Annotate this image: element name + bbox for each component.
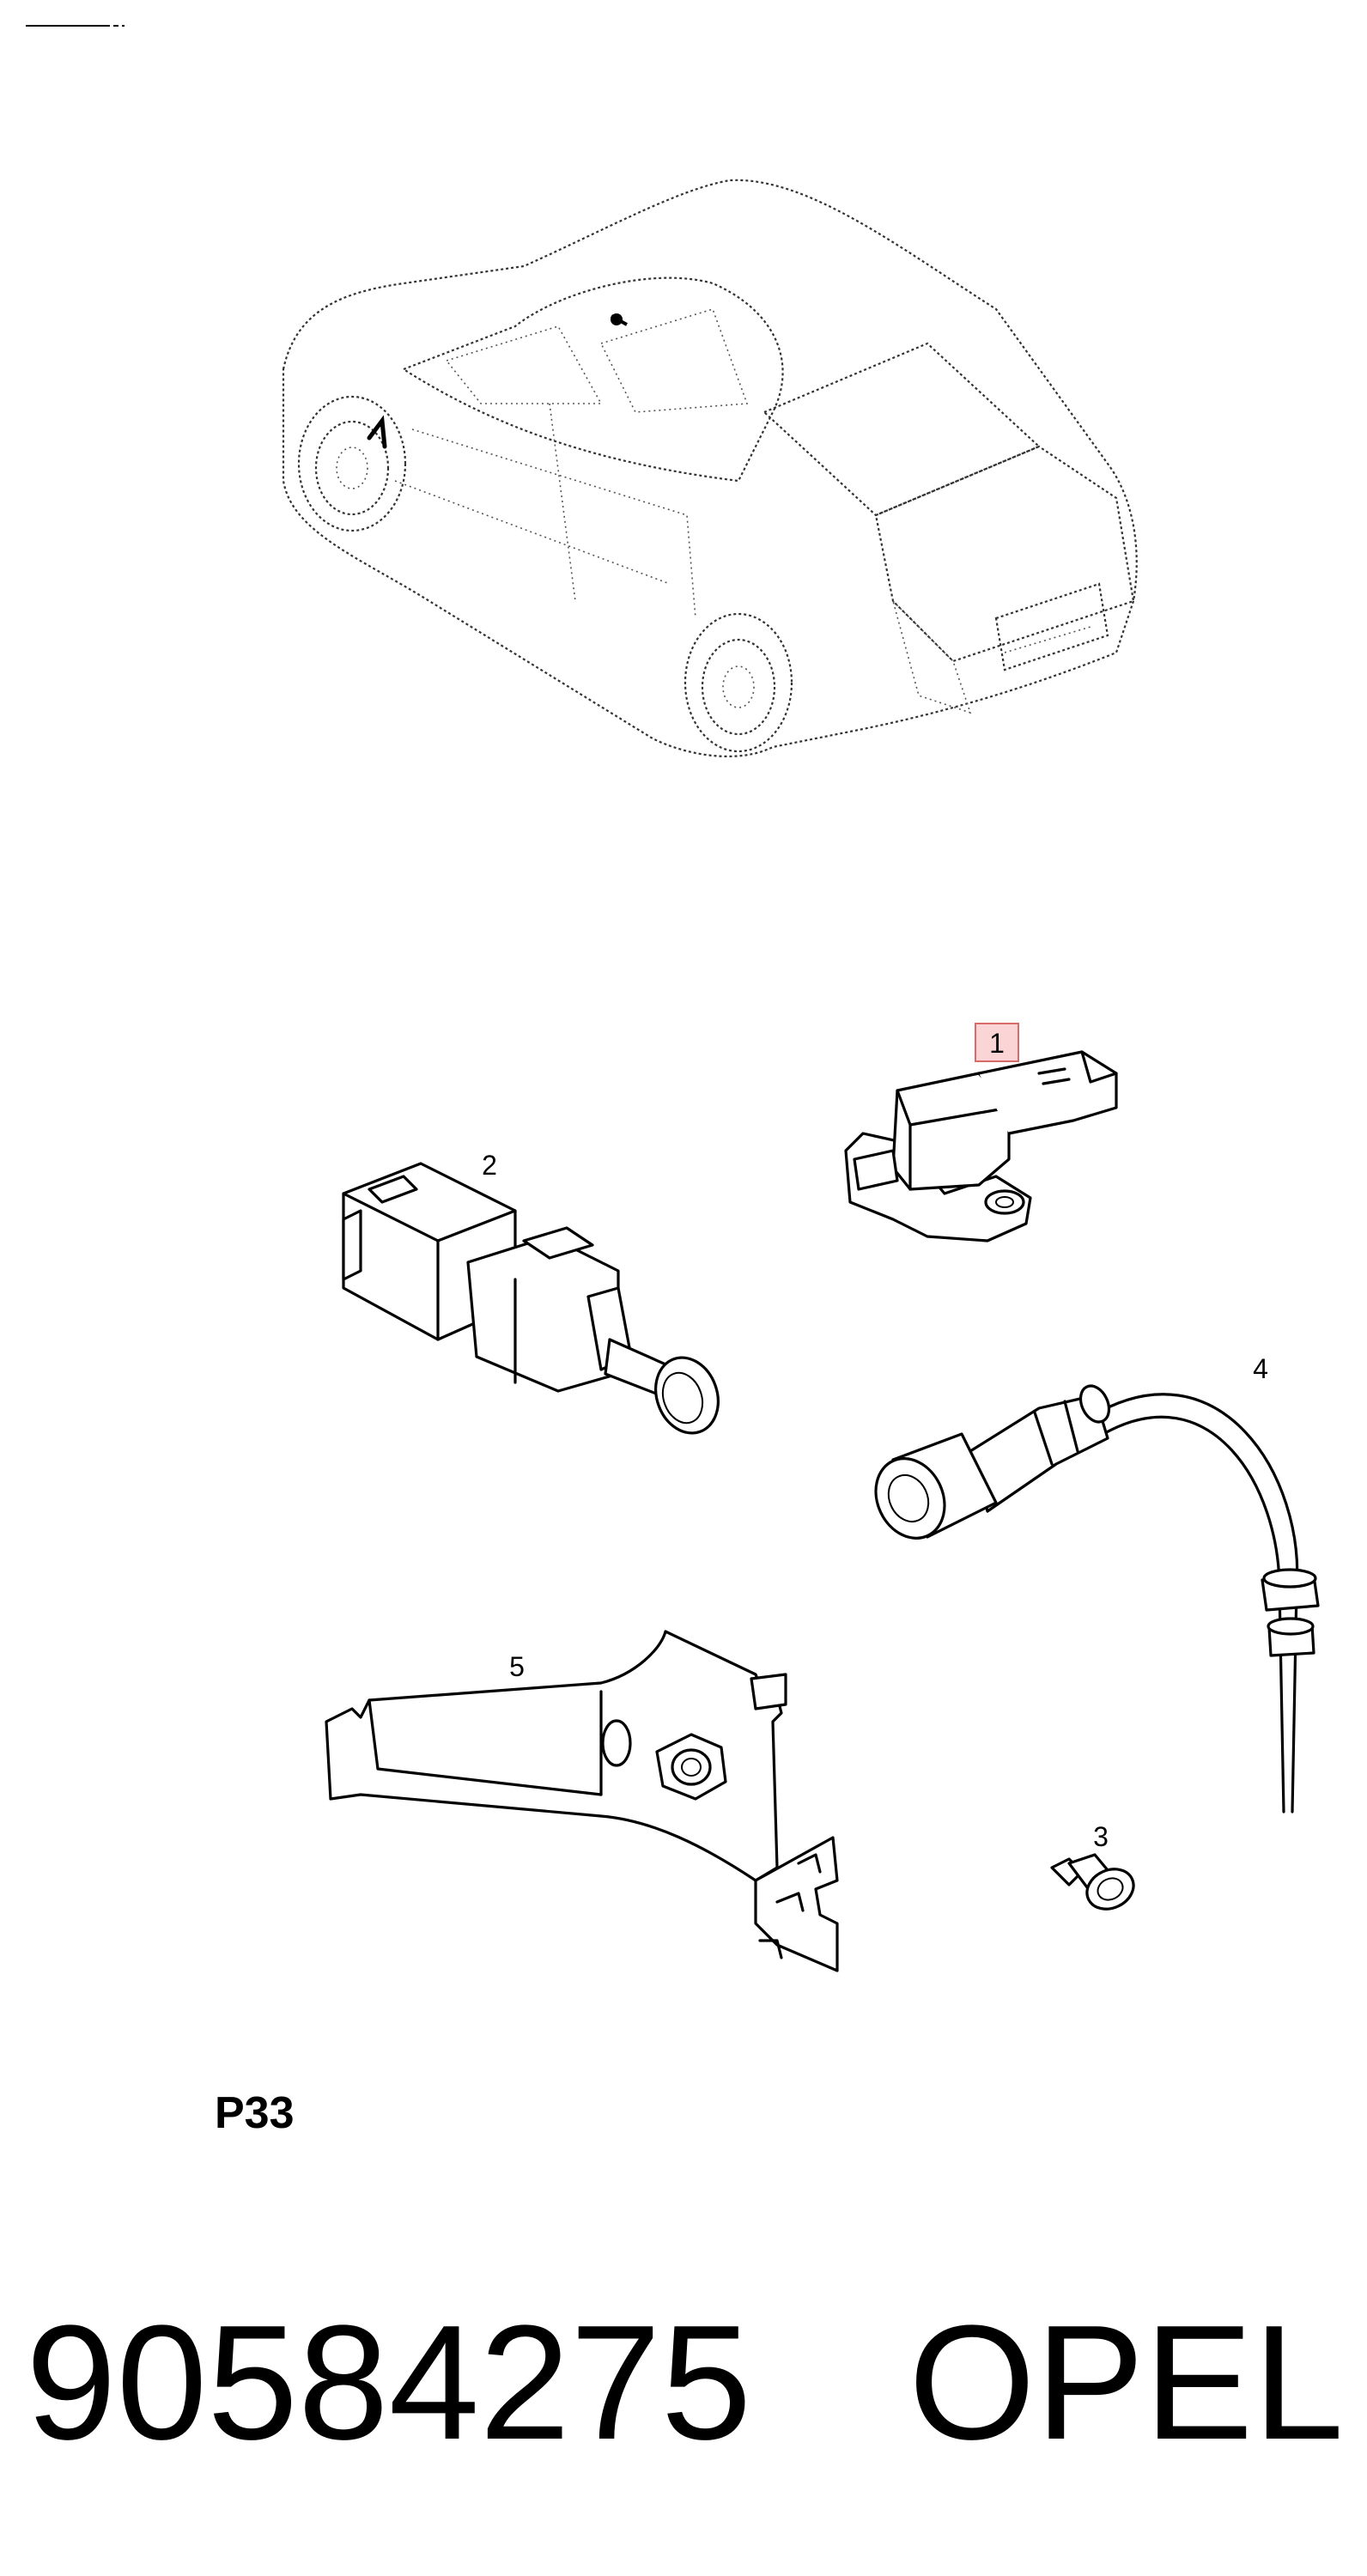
callout-5-label: 5 bbox=[509, 1651, 525, 1682]
brand-name: OPEL bbox=[908, 2292, 1344, 2474]
page-code: P33 bbox=[215, 2088, 295, 2138]
callout-3-label: 3 bbox=[1093, 1821, 1109, 1852]
part-5-mounting-bracket[interactable] bbox=[325, 1630, 839, 1972]
part-2-brake-light-switch[interactable] bbox=[342, 1162, 728, 1442]
callout-3[interactable]: 3 bbox=[1093, 1821, 1109, 1852]
part-number: 90584275 bbox=[26, 2292, 751, 2474]
callout-5[interactable]: 5 bbox=[509, 1651, 525, 1682]
car-overview-illustration bbox=[282, 179, 1138, 758]
part-1-sensor-module[interactable] bbox=[844, 1050, 1118, 1242]
part-3-clip[interactable] bbox=[1050, 1853, 1140, 1917]
callout-2[interactable]: 2 bbox=[482, 1150, 497, 1181]
callout-2-label: 2 bbox=[482, 1150, 497, 1181]
callout-4-label: 4 bbox=[1253, 1353, 1268, 1384]
callout-4[interactable]: 4 bbox=[1253, 1353, 1268, 1384]
callout-1-label: 1 bbox=[989, 1028, 1005, 1059]
part-4-wheel-speed-sensor[interactable] bbox=[863, 1382, 1320, 1814]
callout-1[interactable]: 1 bbox=[975, 1023, 1019, 1062]
